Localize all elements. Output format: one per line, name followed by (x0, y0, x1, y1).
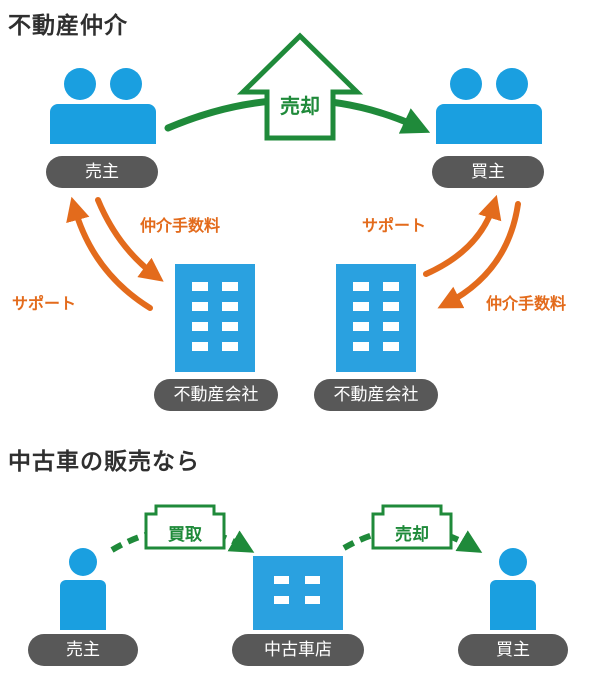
house-icon (236, 32, 364, 141)
left-support-label: サポート (12, 294, 77, 313)
left-support-arrow (66, 196, 153, 311)
buy-house-frame (144, 504, 226, 550)
used-car-buyer-person-icon (490, 548, 536, 630)
right-company-pill: 不動産会社 (314, 379, 438, 411)
left-fee-label: 仲介手数料 (140, 216, 221, 235)
used-car-seller-person-icon (60, 548, 106, 630)
buyer-pill: 買主 (432, 156, 544, 188)
sell-house-frame (371, 504, 453, 550)
buyer-people-icon (436, 68, 542, 144)
section1-title: 不動産仲介 (8, 13, 128, 39)
right-fee-label: 仲介手数料 (486, 294, 567, 313)
left-fee-arrow (95, 197, 164, 282)
left-company-pill: 不動産会社 (154, 379, 278, 411)
used-car-shop-building-icon (253, 556, 343, 630)
buy-label: 買取 (168, 525, 202, 545)
left-company-building-icon (175, 264, 255, 372)
right-company-building-icon (336, 264, 416, 372)
used-car-seller-pill: 売主 (28, 634, 138, 666)
used-car-buyer-pill: 買主 (458, 634, 568, 666)
section2-title: 中古車の販売なら (8, 449, 200, 475)
seller-people-icon (50, 68, 156, 144)
right-fee-arrow (437, 201, 521, 309)
right-support-label: サポート (362, 216, 427, 235)
sell-label: 売却 (395, 525, 429, 545)
right-support-arrow (423, 194, 502, 277)
used-car-shop-pill: 中古車店 (232, 634, 364, 666)
seller-pill: 売主 (46, 156, 158, 188)
house-label: 売却 (280, 94, 320, 118)
